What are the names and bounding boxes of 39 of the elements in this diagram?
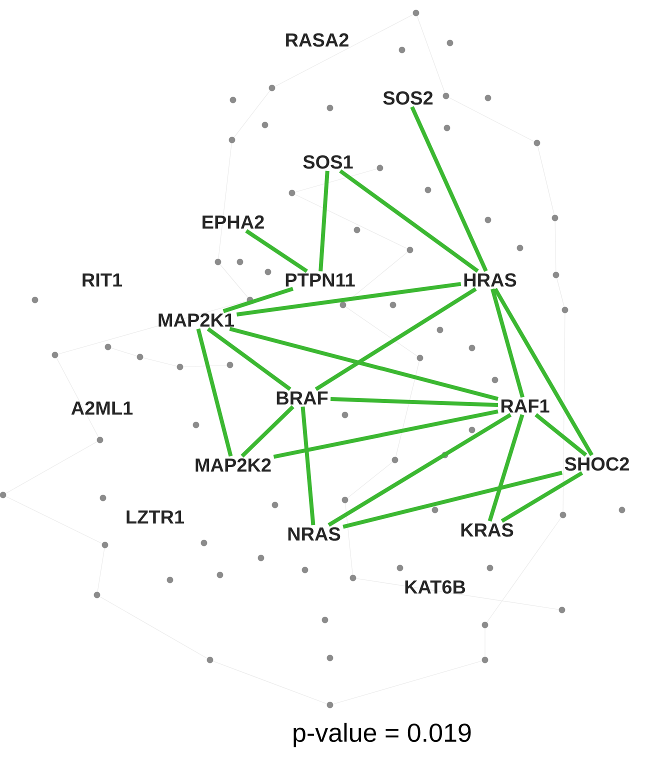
interaction-line <box>488 414 524 522</box>
interaction-line <box>206 327 292 391</box>
gene-label: SOS1 <box>303 155 353 169</box>
interaction-line <box>328 413 512 527</box>
gene-label: RIT1 <box>82 273 122 287</box>
interaction-line <box>318 170 330 272</box>
interaction-line <box>330 397 498 408</box>
gene-label: KRAS <box>461 523 514 537</box>
interaction-line <box>490 288 524 398</box>
gene-label: EPHA2 <box>202 215 264 229</box>
interaction-line <box>410 106 488 272</box>
gene-label: SHOC2 <box>564 457 629 471</box>
interaction-line <box>229 326 498 401</box>
interaction-line <box>222 286 294 314</box>
gene-label: RASA2 <box>286 33 348 47</box>
gene-label: SOS2 <box>383 91 433 105</box>
interaction-line <box>273 409 498 459</box>
interaction-line <box>342 470 563 529</box>
interaction-line <box>493 288 594 456</box>
gene-label: MAP2K2 <box>196 458 271 472</box>
gene-label: A2ML1 <box>71 401 133 415</box>
interaction-line <box>245 229 308 273</box>
interaction-line <box>339 169 479 273</box>
interaction-line <box>534 413 588 457</box>
gene-label: PTPN11 <box>286 273 355 287</box>
interaction-line <box>500 471 584 523</box>
gene-label: MAP2K1 <box>158 313 234 327</box>
gene-label: RAF1 <box>501 399 550 413</box>
interaction-line <box>236 282 462 316</box>
gene-label: LZTR1 <box>126 510 184 524</box>
gene-label: NRAS <box>288 527 340 541</box>
interaction-line <box>240 405 294 458</box>
interaction-line <box>314 287 477 391</box>
caption: p-value = 0.019 <box>294 722 471 748</box>
interaction-line <box>300 406 316 526</box>
interaction-line <box>196 328 233 457</box>
gene-label: BRAF <box>276 391 328 405</box>
gene-label: HRAS <box>464 273 516 287</box>
gene-label: KAT6B <box>405 580 466 594</box>
